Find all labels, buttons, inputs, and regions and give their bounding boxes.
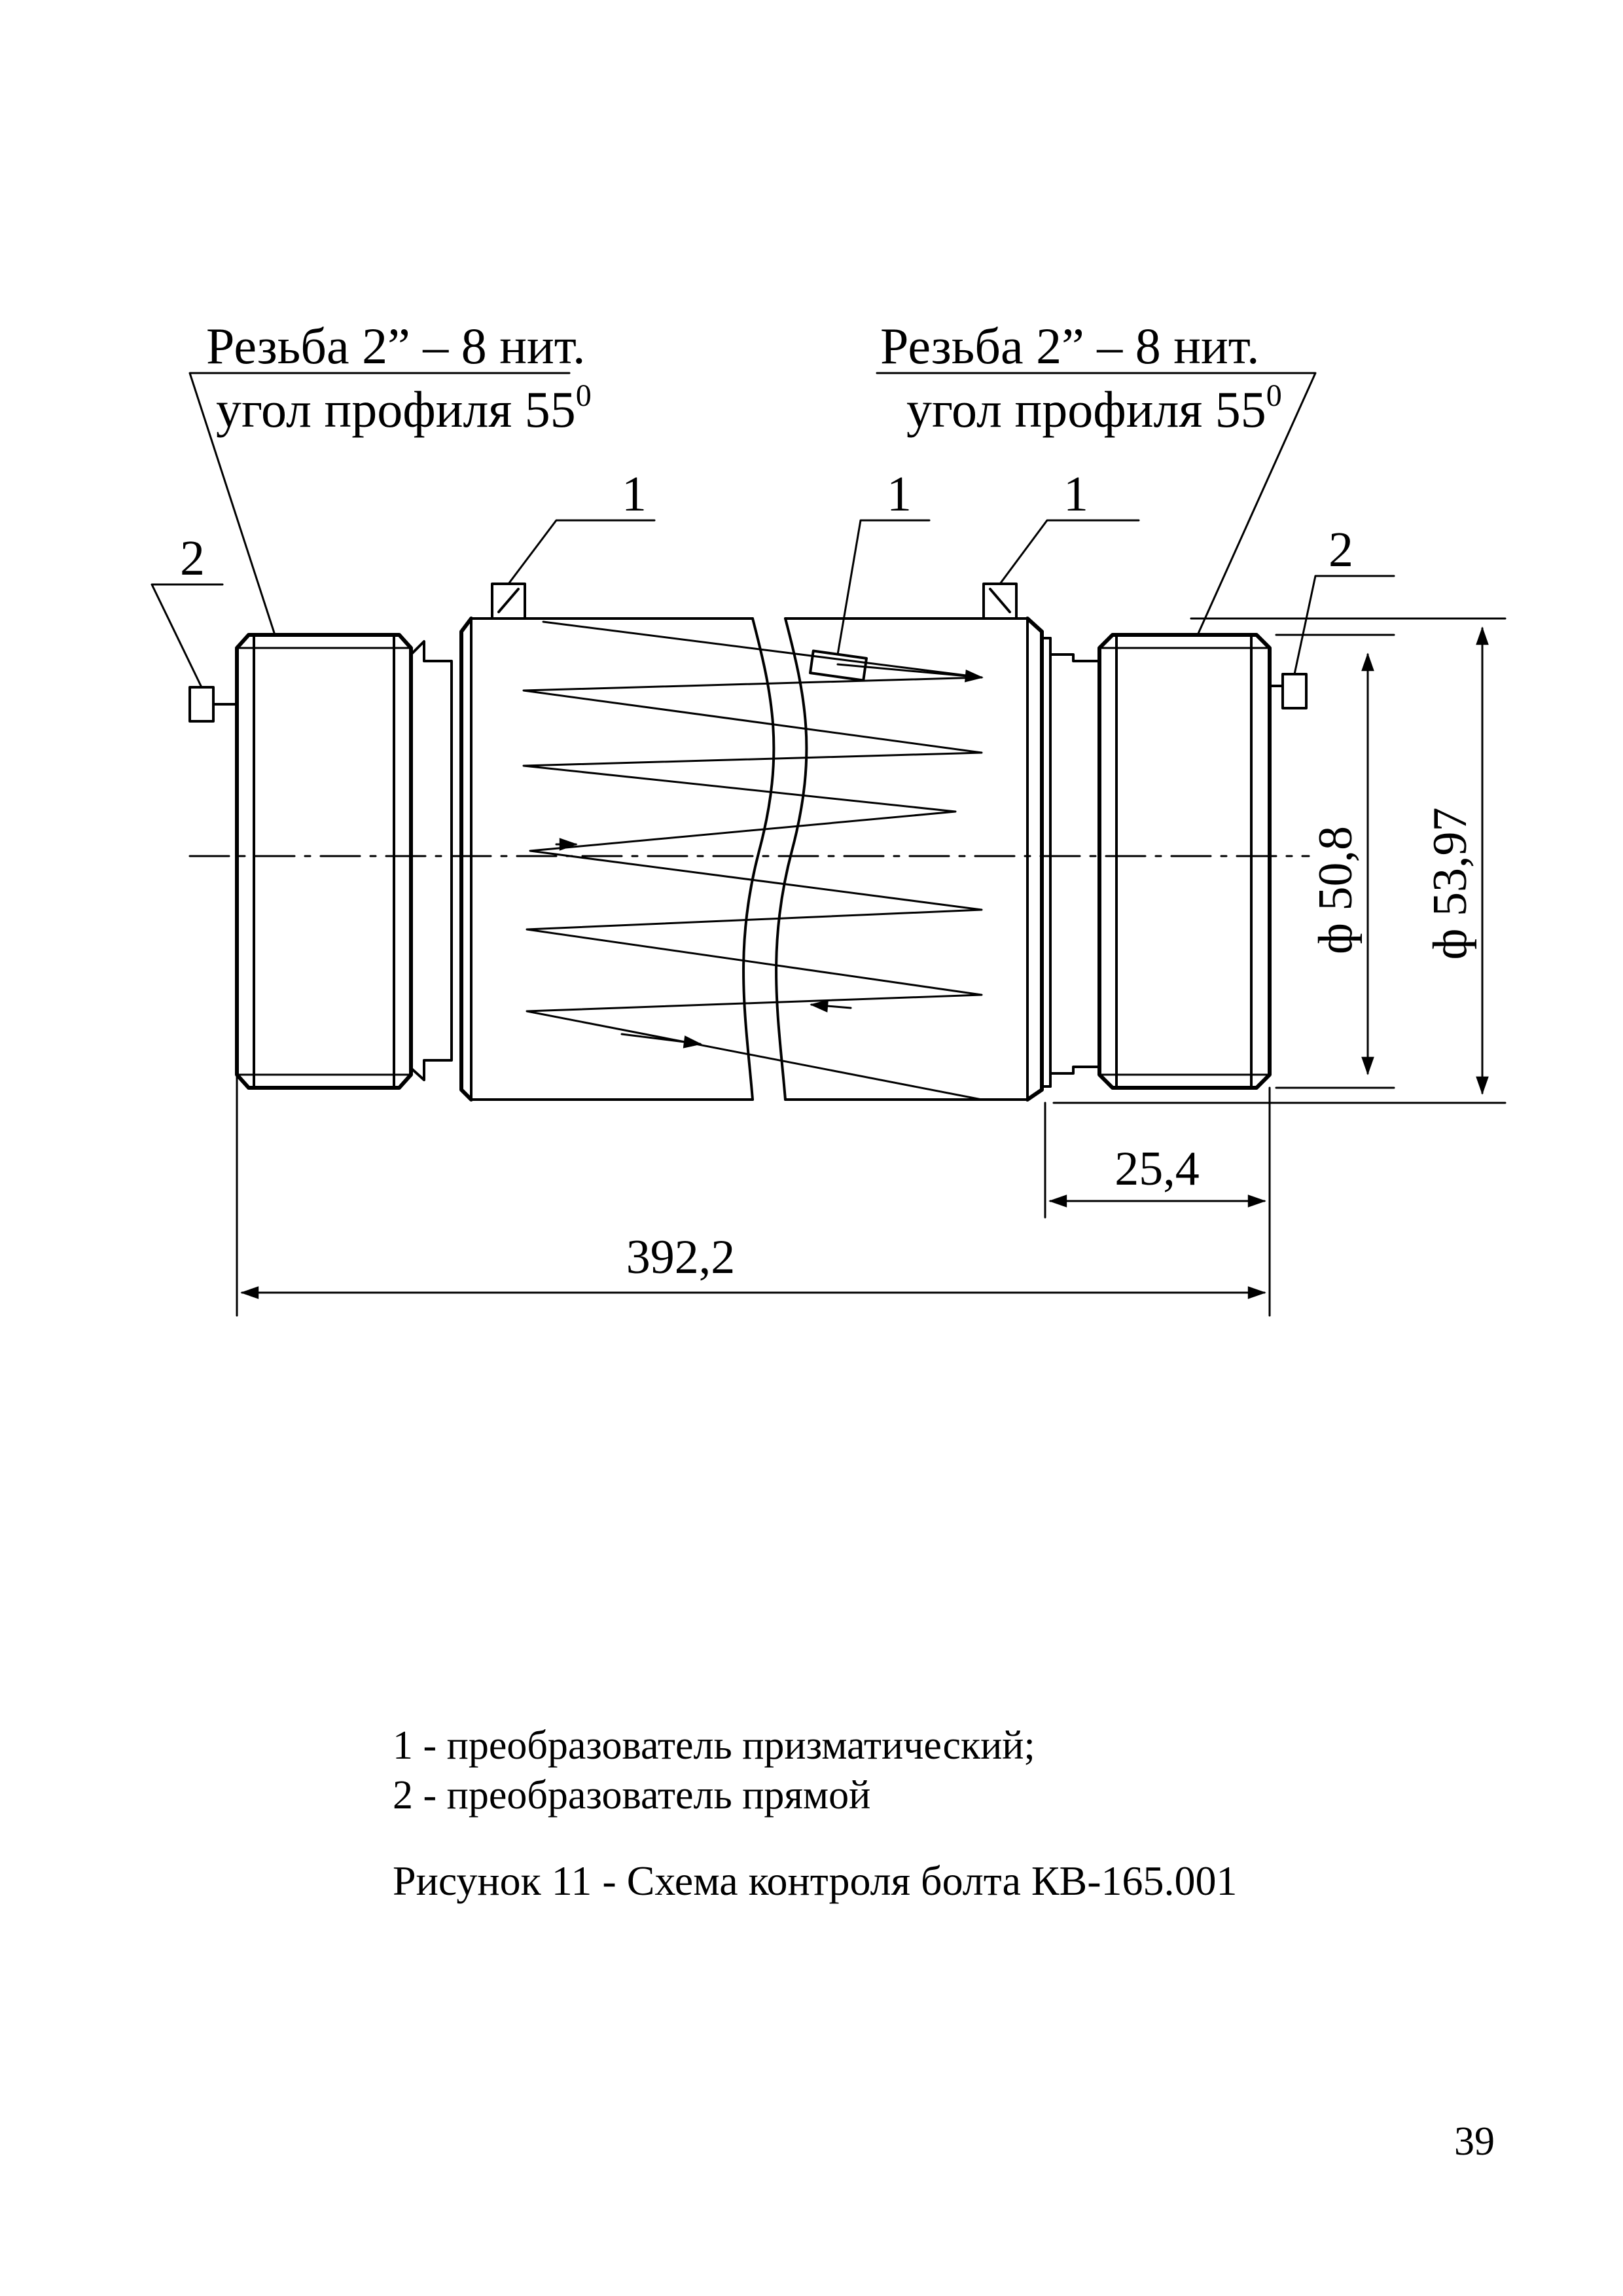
prismatic-transducer-left [491,519,656,620]
right-thread-section [1097,633,1272,1090]
figure-caption: Рисунок 11 - Схема контроля болта КВ-165… [393,1857,1238,1904]
dim-inner-diameter: ф 50,8 [1309,826,1363,954]
left-thread-section [235,633,413,1090]
page-number: 39 [1454,2119,1495,2164]
thread-right-leader [876,372,1317,636]
callout-prismatic-1: 1 [622,467,647,522]
right-neck [1049,653,1101,1075]
thread-right-line1: Резьба 2” – 8 нит. [880,317,1259,374]
beam-path [522,620,984,1101]
bolt-body [459,617,1052,1102]
thread-right-line2: угол профиля 550 [906,378,1282,438]
callout-prismatic-3: 1 [1063,467,1088,522]
thread-left-sup: 0 [576,378,592,413]
thread-right-sup: 0 [1266,378,1282,413]
callout-straight-left: 2 [180,531,205,586]
left-neck [410,640,453,1081]
callout-prismatic-2: 1 [887,467,912,522]
break-line-left [742,617,776,1101]
thread-left-line1: Резьба 2” – 8 нит. [206,317,585,374]
thread-left-line2: угол профиля 550 [216,378,592,438]
thread-left-leader [188,372,571,636]
callout-straight-right: 2 [1329,522,1353,577]
dim-thread-length: 25,4 [1115,1142,1200,1196]
legend-item-1: 1 - преобразователь призматический; [393,1723,1035,1768]
legend-item-2: 2 - преобразователь прямой [393,1772,871,1818]
leader-straight-left [151,583,224,689]
prismatic-transducer-middle [809,519,931,682]
leader-straight-right [1293,575,1395,675]
dim-total-length: 392,2 [626,1230,736,1284]
legend: 1 - преобразователь призматический; 2 - … [393,1721,1035,1820]
prismatic-transducer-right [982,519,1140,620]
break-line-right [775,617,808,1101]
left-straight-transducer [188,686,238,723]
dim-outer-diameter: ф 53,97 [1423,808,1477,960]
right-straight-transducer [1268,673,1308,709]
